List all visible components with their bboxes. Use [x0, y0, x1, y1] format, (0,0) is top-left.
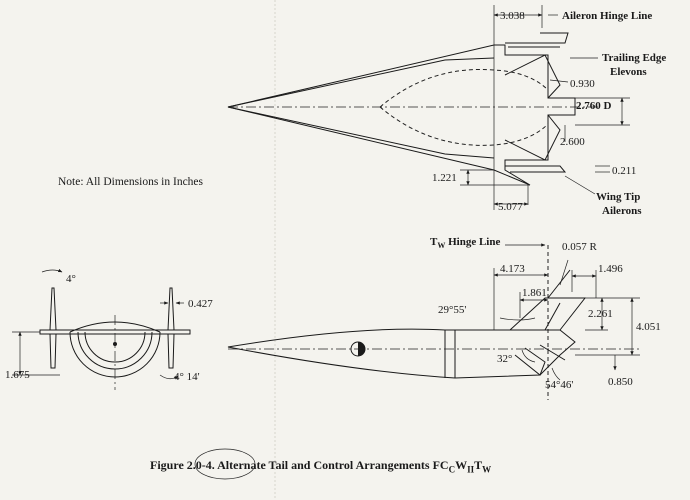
dim-3038-label: 3.038	[500, 10, 525, 22]
front-fin-right-lower	[167, 333, 175, 369]
side-rudder-line	[544, 302, 561, 331]
dim-5446-label: 54°46'	[545, 379, 573, 391]
plan-aileron-lower	[505, 165, 567, 173]
dim-5446-arc	[551, 367, 561, 381]
dim-2955-arc	[499, 317, 536, 321]
caption-prefix: Figure	[150, 458, 184, 472]
caption-w: W	[455, 458, 468, 472]
plan-dashed-upper	[379, 68, 549, 108]
plan-body-lower	[227, 106, 495, 159]
plan-view: 3.038 Aileron Hinge Line Trailing Edge E…	[227, 5, 666, 217]
dim-4deg-label: 4°	[66, 273, 76, 285]
side-elevon-line	[539, 344, 566, 361]
dim-4173-label: 4.173	[500, 263, 525, 275]
note-text: Note: All Dimensions in Inches	[58, 176, 204, 188]
dim-2600-label: 2.600	[560, 136, 585, 148]
dim-1221-label: 1.221	[432, 172, 457, 184]
front-fin-left-lower	[49, 333, 57, 369]
side-vertical-tail	[509, 297, 587, 331]
caption-text: Alternate Tail and Control Arrangements …	[217, 458, 449, 472]
trailing-edge-label-1: Trailing Edge	[602, 52, 666, 64]
dim-0211-label: 0.211	[612, 165, 636, 177]
wing-tip-leader	[564, 175, 596, 195]
plan-aileron-upper	[505, 32, 569, 44]
dim-1496-label: 1.496	[598, 263, 623, 275]
caption-sub-c: C	[448, 464, 456, 475]
side-fuselage	[227, 328, 576, 379]
dim-0930-label: 0.930	[570, 78, 595, 90]
side-ventral-fin	[514, 347, 546, 376]
figure-caption: Figure 2.0-4. Alternate Tail and Control…	[150, 458, 491, 474]
dim-0930-leader	[549, 79, 569, 83]
trailing-edge-label-2: Elevons	[610, 66, 647, 78]
dim-0057R-label: 0.057 R	[562, 241, 598, 253]
caption-t: T	[474, 458, 483, 472]
aileron-hinge-label: Aileron Hinge Line	[562, 10, 652, 22]
dim-0427-label: 0.427	[188, 298, 213, 310]
dim-0057R-leader	[559, 259, 569, 286]
caption-sub-ii: II	[467, 464, 475, 475]
dim-4deg-arc	[41, 268, 63, 273]
wing-tip-label-2: Ailerons	[602, 205, 642, 217]
wing-tip-label-1: Wing Tip	[596, 191, 640, 203]
plan-elevon-lower	[504, 114, 561, 161]
caption-number: 2.0-4.	[186, 458, 215, 472]
plan-body-upper	[227, 57, 495, 108]
plan-elevon-upper	[504, 54, 561, 99]
front-fin-right	[167, 287, 175, 331]
dim-4deg14-arc	[159, 374, 179, 380]
front-wing	[39, 329, 191, 335]
front-body-core	[84, 331, 146, 363]
front-center-dot	[113, 342, 117, 346]
figure-number-circle	[194, 448, 256, 480]
caption-sub-w: W	[482, 464, 492, 475]
dim-5077-label: 5.077	[498, 201, 523, 213]
plan-dashed-lower	[379, 106, 549, 146]
dim-1675-label: 1.675	[5, 369, 30, 381]
dim-2760-label: 2.760 D	[576, 100, 612, 112]
front-view: 4° 0.427 1.675 4° 14'	[5, 268, 213, 390]
dim-2955-label: 29°55'	[438, 304, 466, 316]
dim-2261-label: 2.261	[588, 308, 613, 320]
side-view: TW Hinge Line 0.057 R 4.173 1.496 1.861 …	[227, 236, 661, 400]
tw-hinge-label: TW Hinge Line	[430, 236, 500, 250]
dim-4051-label: 4.051	[636, 321, 661, 333]
plan-wing-outline	[227, 44, 576, 186]
dim-0850-label: 0.850	[608, 376, 633, 388]
dim-32-label: 32°	[497, 353, 512, 365]
front-fin-left	[49, 287, 57, 331]
dim-1861-label: 1.861	[522, 287, 547, 299]
front-body-inner	[77, 331, 153, 370]
side-tail-hinge-tip	[547, 269, 571, 299]
dim-32-arc	[521, 349, 536, 363]
dim-4deg14-label: 4° 14'	[174, 371, 200, 383]
